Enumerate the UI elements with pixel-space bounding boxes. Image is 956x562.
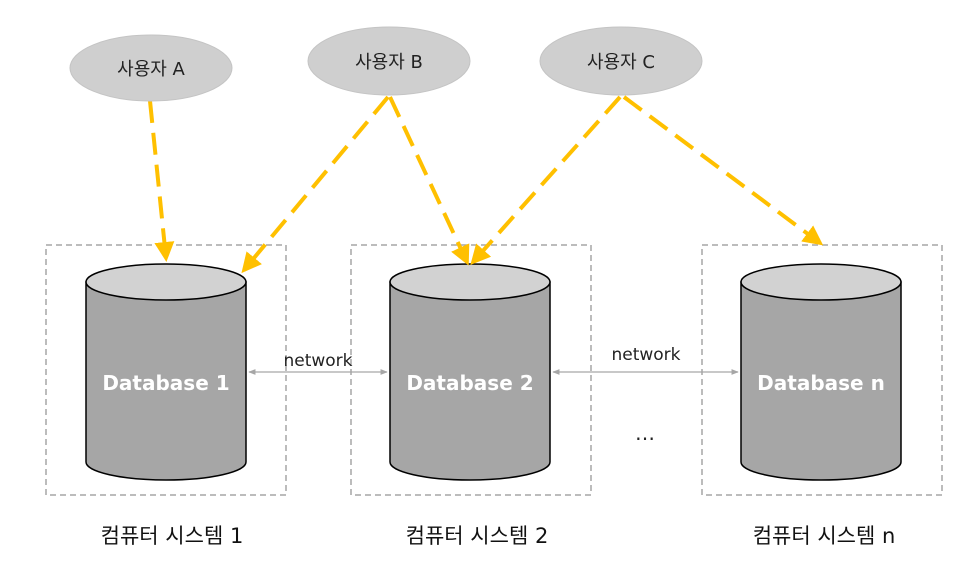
- user-b-label: 사용자 B: [355, 52, 423, 73]
- user-b-node: 사용자 B: [307, 26, 471, 96]
- arrow-user-b-to-db1: [241, 95, 390, 274]
- system-caption-2: 컴퓨터 시스템 2: [406, 524, 549, 548]
- arrow-user-a-to-db1: [148, 100, 175, 262]
- arrow-user-c-to-dbn: [622, 95, 824, 246]
- ellipsis: …: [635, 421, 655, 445]
- user-c-label: 사용자 C: [587, 52, 655, 73]
- database-label-1: Database 1: [102, 371, 229, 395]
- database-cylinder-2: Database 2: [389, 263, 551, 481]
- arrow-user-c-to-db2: [470, 95, 622, 265]
- user-a-label: 사용자 A: [117, 59, 185, 80]
- network-label-2: network: [611, 345, 680, 365]
- database-cylinder-1: Database 1: [85, 263, 247, 481]
- user-a-node: 사용자 A: [69, 34, 233, 102]
- user-c-node: 사용자 C: [539, 26, 703, 96]
- database-label-2: Database 2: [406, 371, 533, 395]
- system-caption-1: 컴퓨터 시스템 1: [101, 524, 244, 548]
- database-label-3: Database n: [757, 371, 885, 395]
- system-caption-3: 컴퓨터 시스템 n: [753, 524, 896, 548]
- database-cylinder-3: Database n: [740, 263, 902, 481]
- network-label-1: network: [283, 351, 352, 371]
- arrow-user-b-to-db2: [388, 96, 470, 266]
